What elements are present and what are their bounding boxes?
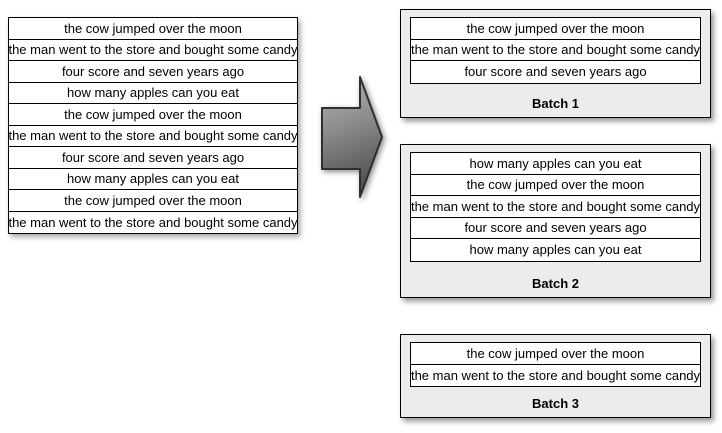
sentence-row: how many apples can you eat	[9, 168, 297, 190]
sentence-row: four score and seven years ago	[411, 61, 700, 83]
batch-1-table: the cow jumped over the moon the man wen…	[410, 17, 701, 84]
sentence-row: the cow jumped over the moon	[411, 18, 700, 40]
sentence-row: the man went to the store and bought som…	[8, 39, 298, 61]
sentence-row: the cow jumped over the moon	[9, 18, 297, 40]
sentence-row: how many apples can you eat	[411, 239, 700, 261]
batch-2-table: how many apples can you eat the cow jump…	[410, 152, 701, 262]
sentence-row: the man went to the store and bought som…	[8, 211, 298, 233]
sentence-row: four score and seven years ago	[9, 147, 297, 169]
batch-1-label: Batch 1	[532, 96, 579, 111]
right-arrow-icon	[321, 76, 383, 198]
sentence-row: the cow jumped over the moon	[411, 174, 700, 196]
sentence-row: the man went to the store and bought som…	[8, 125, 298, 147]
sentence-row: how many apples can you eat	[411, 153, 700, 175]
source-sentence-list: the cow jumped over the moon the man wen…	[8, 17, 298, 234]
sentence-row: how many apples can you eat	[9, 82, 297, 104]
sentence-row: the cow jumped over the moon	[411, 343, 700, 365]
batch-2-label: Batch 2	[532, 276, 579, 291]
batch-1-box: the cow jumped over the moon the man wen…	[400, 9, 711, 118]
batch-3-table: the cow jumped over the moon the man wen…	[410, 342, 701, 387]
batch-3-box: the cow jumped over the moon the man wen…	[400, 334, 711, 418]
sentence-row: the man went to the store and bought som…	[411, 196, 700, 218]
sentence-row: the man went to the store and bought som…	[411, 39, 700, 61]
sentence-row: the cow jumped over the moon	[9, 190, 297, 212]
batch-3-label: Batch 3	[532, 396, 579, 411]
sentence-row: the man went to the store and bought som…	[411, 364, 700, 386]
batch-2-box: how many apples can you eat the cow jump…	[400, 144, 711, 298]
sentence-row: four score and seven years ago	[411, 217, 700, 239]
sentence-row: four score and seven years ago	[9, 61, 297, 83]
sentence-row: the cow jumped over the moon	[9, 104, 297, 126]
